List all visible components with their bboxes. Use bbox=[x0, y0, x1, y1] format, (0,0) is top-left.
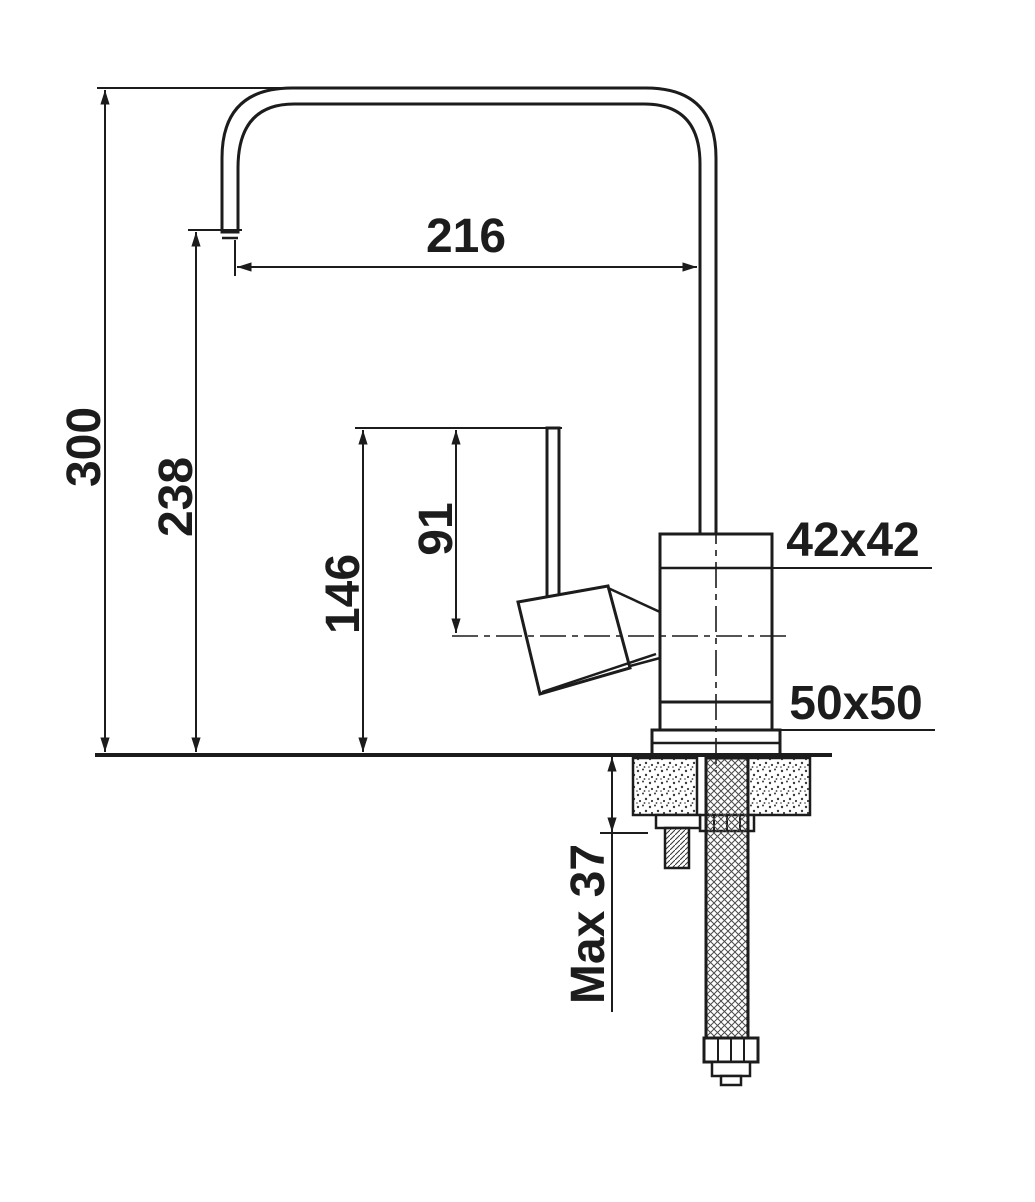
threaded-stud bbox=[654, 813, 702, 870]
dimension-label-42x42: 42x42 bbox=[786, 514, 919, 567]
centerlines bbox=[452, 518, 792, 772]
dimension-label-max37: Max 37 bbox=[562, 844, 615, 1004]
hose-fitting bbox=[702, 1036, 760, 1087]
dimension-label-91: 91 bbox=[410, 502, 463, 555]
dimension-label-146: 146 bbox=[317, 554, 370, 634]
mixer-handle bbox=[516, 426, 661, 696]
supply-hose bbox=[704, 756, 750, 1040]
dimension-label-238: 238 bbox=[150, 457, 203, 537]
extension-lines bbox=[97, 87, 935, 834]
mounting-washers bbox=[631, 756, 812, 817]
spout-outline bbox=[220, 86, 718, 536]
dimension-label-300: 300 bbox=[58, 407, 111, 487]
dimension-label-216: 216 bbox=[426, 210, 506, 263]
dimension-label-50x50: 50x50 bbox=[789, 677, 922, 730]
